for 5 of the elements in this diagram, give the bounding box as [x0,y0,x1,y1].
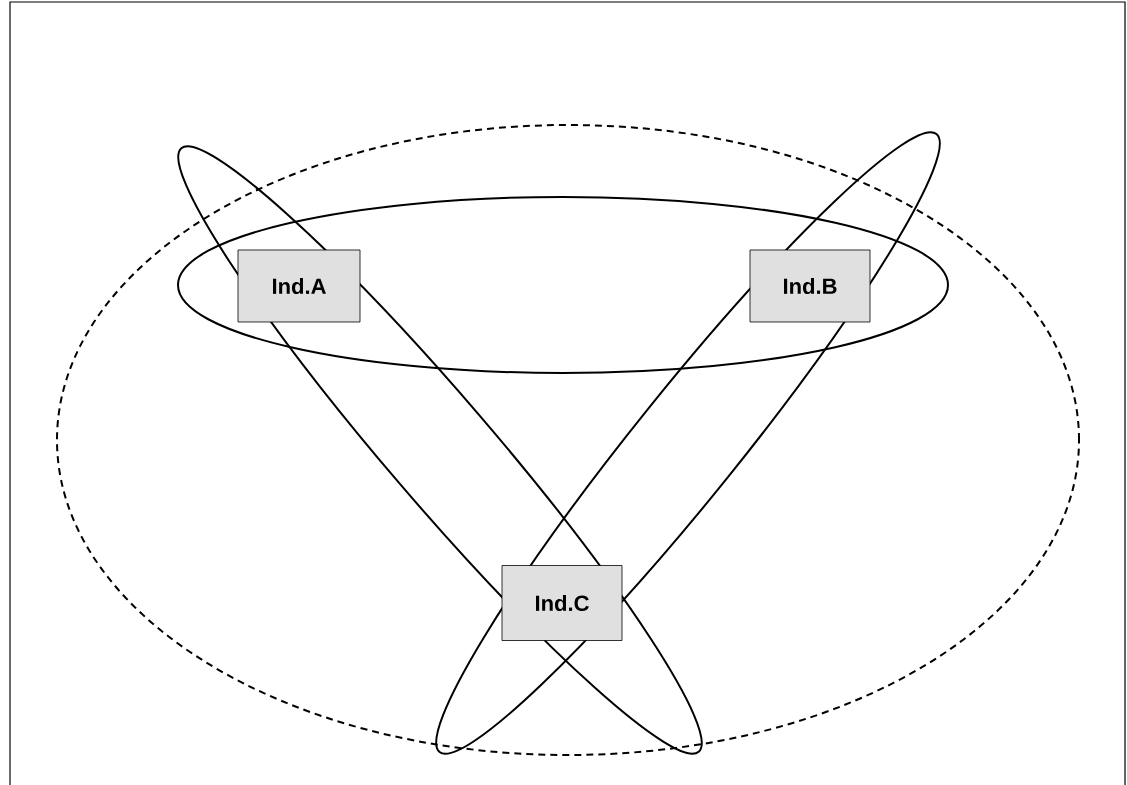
ellipse-outline [177,196,949,374]
label-box: Ind.A [237,249,361,323]
label-box: Ind.C [501,565,623,641]
dashed-ellipse [56,124,1080,756]
label-box: Ind.B [749,249,871,323]
